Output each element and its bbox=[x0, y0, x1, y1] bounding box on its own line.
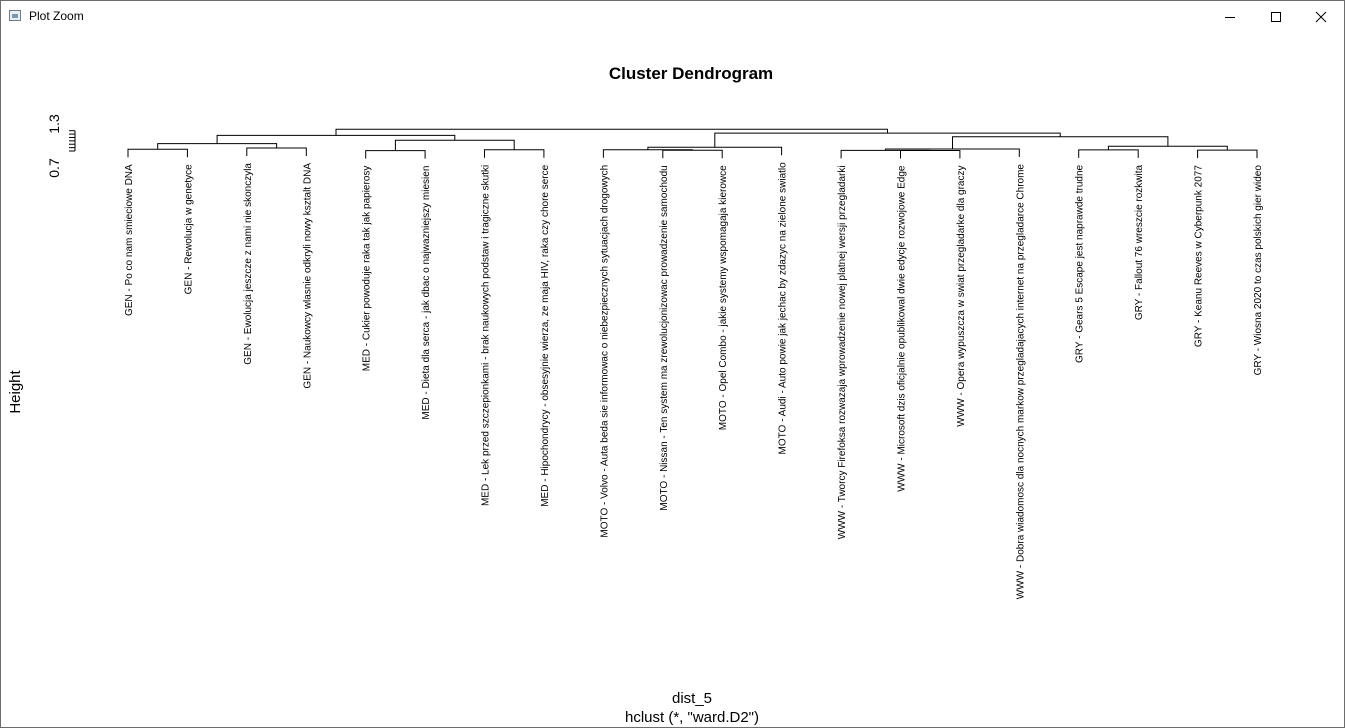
leaf-label: WWW - Tworcy Firefoksa rozwazaja wprowad… bbox=[837, 165, 848, 539]
merge-branch bbox=[714, 132, 1061, 148]
leaf-labels: MED - Hipochondrycy - obsesyjnie wierza,… bbox=[124, 162, 1264, 599]
y-axis-label: Height bbox=[7, 369, 24, 413]
method-subtitle: hclust (*, "ward.D2") bbox=[625, 709, 759, 726]
merge-branch bbox=[335, 128, 888, 136]
merge-branch bbox=[840, 149, 931, 159]
y-tick-label: 0.7 bbox=[46, 158, 62, 178]
window-title: Plot Zoom bbox=[29, 9, 84, 23]
leaf-label: MED - Lek przed szczepionkami - brak nau… bbox=[481, 165, 492, 506]
merge-branch bbox=[127, 148, 188, 158]
y-tick-label: 1.3 bbox=[46, 114, 62, 134]
merge-branch bbox=[647, 146, 783, 156]
maximize-icon bbox=[1271, 11, 1281, 22]
plot-window-icon bbox=[9, 10, 21, 21]
leaf-label: GRY - Gears 5 Escape jest naprawde trudn… bbox=[1075, 164, 1086, 363]
leaf-label: MOTO - Audi - Auto powie jak jechac by z… bbox=[778, 162, 789, 455]
merge-branch bbox=[1197, 149, 1258, 159]
leaf-label: MOTO - Volvo - Auta beda sie informowac … bbox=[599, 165, 610, 538]
dendrogram-plot: Cluster Dendrogram Height dist_5 hclust … bbox=[7, 64, 1264, 726]
x-axis-label: dist_5 bbox=[672, 690, 712, 707]
close-button[interactable] bbox=[1298, 1, 1344, 32]
merge-branch bbox=[1078, 149, 1139, 158]
merge-branch bbox=[602, 149, 693, 158]
merge-branch bbox=[157, 143, 278, 150]
merge-branch bbox=[365, 150, 426, 159]
leaf-label: MED - Hipochondrycy - obsesyjnie wierza,… bbox=[540, 164, 551, 506]
leaf-label: MED - Cukier powoduje raka tak jak papie… bbox=[362, 166, 373, 372]
leaf-label: MOTO - Opel Combo - jakie systemy wspoma… bbox=[718, 165, 729, 430]
leaf-label: MOTO - Nissan - Ten system ma zrewolucjo… bbox=[659, 165, 670, 510]
merge-branch bbox=[662, 149, 723, 159]
leaf-label: GRY - Wiosna 2020 to czas polskich gier … bbox=[1253, 165, 1264, 376]
leaf-label: WWW - Opera wypuszcza w swiat przegladar… bbox=[956, 166, 967, 427]
merge-branch bbox=[246, 147, 307, 156]
leaf-label: GEN - Rewolucja w genetyce bbox=[183, 164, 194, 294]
y-axis: 0.7 1.3 bbox=[46, 114, 76, 178]
close-icon bbox=[1315, 11, 1327, 22]
merge-branch bbox=[484, 149, 545, 158]
maximize-button[interactable] bbox=[1253, 1, 1299, 32]
dendrogram-tree bbox=[127, 128, 1258, 159]
minimize-icon bbox=[1225, 16, 1235, 18]
merge-branch bbox=[216, 134, 456, 144]
merge-branch bbox=[952, 136, 1169, 149]
leaf-label: GEN - Po co nam smieciowe DNA bbox=[124, 164, 135, 316]
merge-branch bbox=[900, 150, 961, 159]
leaf-label: WWW - Dobra wiadomosc dla nocnych markow… bbox=[1015, 164, 1026, 600]
minimize-button[interactable] bbox=[1207, 1, 1253, 32]
merge-branch bbox=[394, 139, 515, 151]
title-bar[interactable]: Plot Zoom bbox=[1, 1, 1344, 32]
leaf-label: GRY - Fallout 76 wreszcie rozkwita bbox=[1134, 164, 1145, 320]
chart-title: Cluster Dendrogram bbox=[609, 64, 773, 83]
leaf-label: WWW - Microsoft dzis oficjalnie opubliko… bbox=[897, 165, 908, 492]
leaf-label: MED - Dieta dla serca - jak dbac o najwa… bbox=[421, 166, 432, 420]
leaf-label: GRY - Keanu Reeves w Cyberpunk 2077 bbox=[1194, 165, 1205, 347]
leaf-label: GEN - Naukowcy wlasnie odkryli nowy kszt… bbox=[302, 163, 313, 389]
leaf-label: GEN - Ewolucja jeszcze z nami nie skoncz… bbox=[243, 163, 254, 365]
